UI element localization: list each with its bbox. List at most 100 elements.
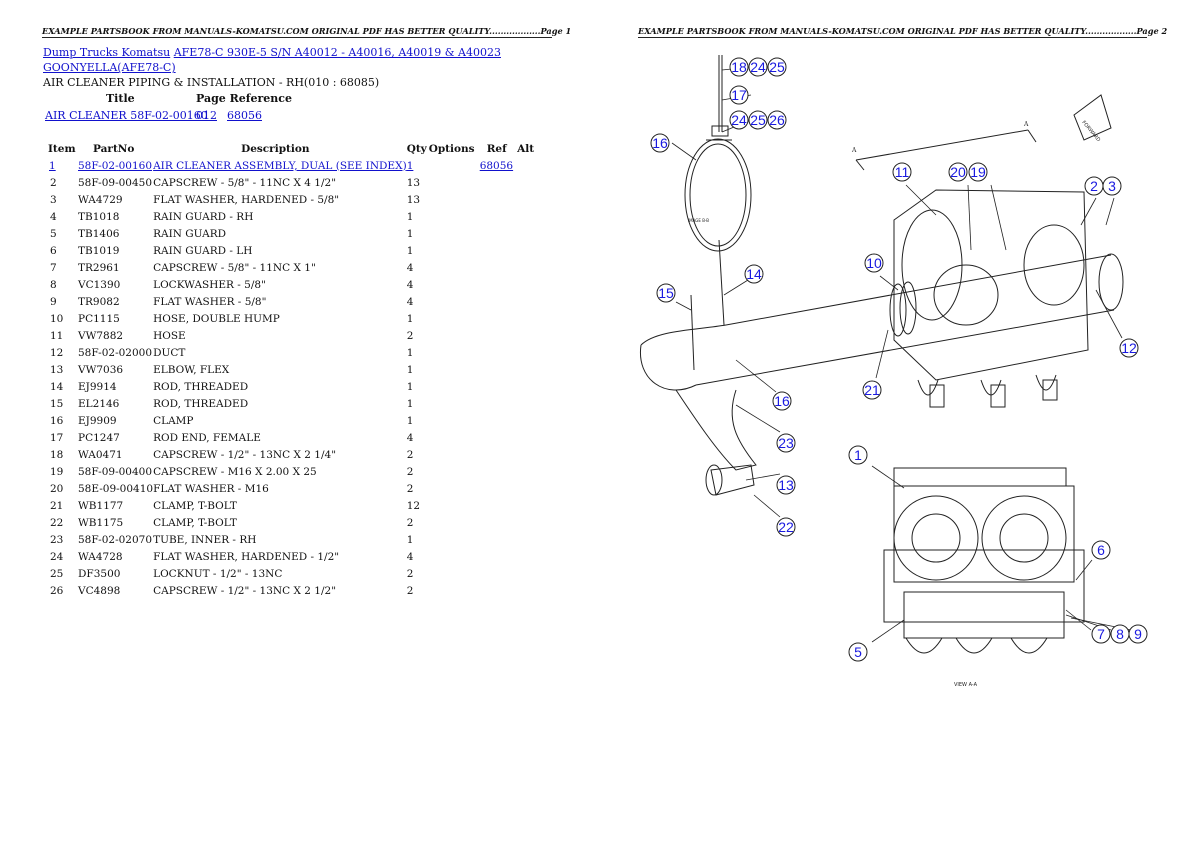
cell-options [429, 497, 480, 514]
parts-table: Item PartNo Description Qty Options Ref … [44, 140, 543, 599]
callout-leader-line [735, 404, 781, 433]
cell-options [429, 208, 480, 225]
cell-ref [480, 412, 513, 429]
cell-item[interactable]: 1 [49, 159, 56, 172]
cell-ref [480, 310, 513, 327]
cell-alt [513, 565, 543, 582]
col-qty: Qty [406, 142, 427, 155]
cell-item: 15 [50, 397, 64, 410]
callout-circle [767, 110, 787, 130]
duct-elbow [639, 239, 1124, 496]
air-cleaner-assembly-iso [893, 189, 1089, 408]
callout-number: 13 [778, 477, 794, 493]
page-reference-code-link[interactable]: 012 [196, 109, 217, 122]
cell-alt [513, 548, 543, 565]
page-header-2: EXAMPLE PARTSBOOK FROM MANUALS-KOMATSU.C… [638, 26, 1168, 38]
cell-qty: 1 [406, 380, 414, 393]
breadcrumb-link-model[interactable]: AFE78-C 930E-5 S/N A40012 - A40016, A400… [173, 46, 501, 59]
cell-alt [513, 531, 543, 548]
cell-ref [480, 378, 513, 395]
cell-alt [513, 310, 543, 327]
cell-partno: 58E-09-00410 [78, 482, 154, 495]
callout-circle [1091, 540, 1111, 560]
callout-circle [729, 57, 749, 77]
cell-options [429, 378, 480, 395]
cell-ref[interactable]: 68056 [479, 159, 514, 172]
cell-partno[interactable]: 58F-02-00160 [78, 159, 153, 172]
col-partno: PartNo [93, 142, 135, 155]
breadcrumb-link-dump-trucks[interactable]: Dump Trucks Komatsu [43, 46, 171, 59]
callout-leader-line [1105, 197, 1115, 226]
cell-options [429, 174, 480, 191]
cell-qty: 1 [406, 227, 414, 240]
cell-qty[interactable]: 1 [406, 159, 414, 172]
cell-alt [513, 378, 543, 395]
cell-description[interactable]: AIR CLEANER ASSEMBLY, DUAL (SEE INDEX) [153, 159, 407, 172]
callout-number: 22 [778, 519, 794, 535]
callout-number: 24 [731, 112, 747, 128]
cell-alt [513, 480, 543, 497]
cell-qty: 2 [406, 465, 414, 478]
cell-description: ELBOW, FLEX [153, 363, 230, 376]
cell-item: 6 [50, 244, 57, 257]
callout-leader-line [990, 184, 1007, 251]
cell-description: ROD, THREADED [153, 397, 249, 410]
cell-item: 16 [50, 414, 64, 427]
cell-item: 20 [50, 482, 64, 495]
cell-options [429, 548, 480, 565]
cell-item: 12 [50, 346, 64, 359]
callout-circle [948, 162, 968, 182]
cell-qty: 4 [406, 431, 414, 444]
cell-qty: 1 [406, 210, 414, 223]
cell-description: CAPSCREW - 1/2" - 13NC X 2 1/4" [153, 448, 337, 461]
cell-alt [513, 514, 543, 531]
cell-options [429, 514, 480, 531]
cell-description: CLAMP, T-BOLT [153, 516, 237, 529]
section-arrow-a-left: A [851, 147, 857, 154]
cell-ref [480, 276, 513, 293]
cell-partno: EL2146 [78, 397, 120, 410]
cell-partno: 58F-09-00400 [78, 465, 153, 478]
cell-partno: VW7882 [78, 329, 124, 342]
cell-options [429, 480, 480, 497]
cell-description: CLAMP [153, 414, 194, 427]
cell-qty: 2 [406, 448, 414, 461]
cell-qty: 4 [406, 278, 414, 291]
callout-number: 19 [970, 164, 986, 180]
cell-description: FLAT WASHER, HARDENED - 1/2" [153, 550, 340, 563]
cell-item: 8 [50, 278, 57, 291]
breadcrumb-link-goonyella[interactable]: GOONYELLA(AFE78-C) [43, 61, 176, 74]
callout-number: 15 [658, 285, 674, 301]
cell-partno: PC1247 [78, 431, 120, 444]
page-reference-page-link[interactable]: 68056 [227, 109, 262, 122]
cell-options [429, 310, 480, 327]
callout-circle [772, 391, 792, 411]
cell-ref [480, 242, 513, 259]
callout-number: 3 [1108, 178, 1116, 194]
callout-leader-line [735, 359, 777, 393]
cell-options [429, 582, 480, 599]
cell-item: 14 [50, 380, 64, 393]
cell-ref [480, 582, 513, 599]
col-item: Item [48, 142, 76, 155]
cell-item: 3 [50, 193, 57, 206]
cell-qty: 13 [406, 176, 421, 189]
cell-qty: 1 [406, 346, 414, 359]
cell-qty: 4 [406, 295, 414, 308]
callout-leader-line [871, 619, 905, 643]
callout-number: 14 [746, 266, 762, 282]
page-reference-title-link[interactable]: AIR CLEANER 58F-02-00160 [45, 109, 208, 122]
cell-options [429, 225, 480, 242]
cell-description: TUBE, INNER - RH [153, 533, 257, 546]
callout-number: 23 [778, 435, 794, 451]
callout-circle [848, 642, 868, 662]
